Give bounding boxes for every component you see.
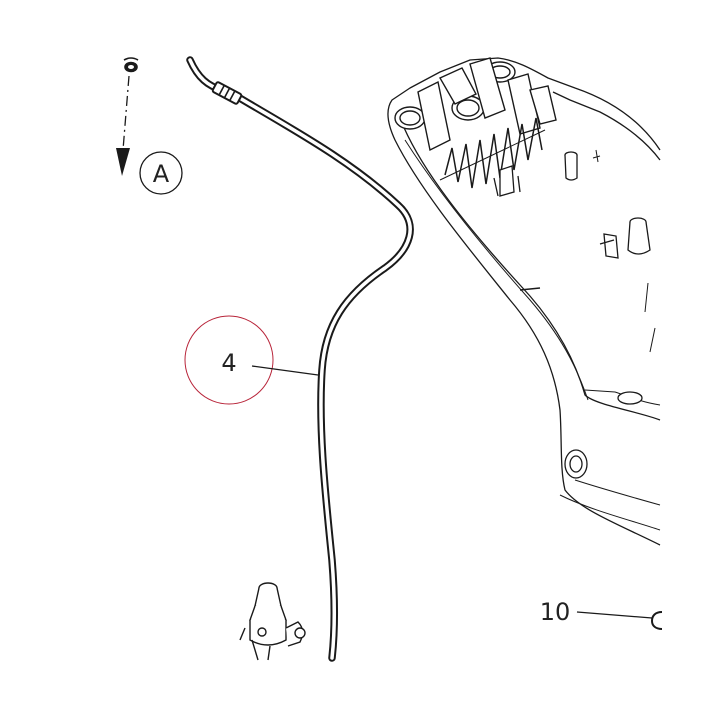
- callout-a-label: A: [153, 160, 170, 188]
- cable-inner: [188, 58, 412, 660]
- highlight-circle: [184, 315, 274, 405]
- housing-outline: [387, 57, 661, 546]
- callout-a: A: [139, 151, 183, 195]
- callout-4-label: 4: [221, 349, 236, 377]
- cable-connector: [211, 81, 243, 105]
- housing-details: [394, 57, 557, 291]
- cable-part: [186, 56, 414, 662]
- callout-10-leader: [576, 611, 653, 619]
- housing-rim: [399, 117, 661, 421]
- edge-ring-part: [650, 611, 663, 630]
- housing-body: [387, 57, 661, 546]
- screw-part: [123, 57, 139, 73]
- callout-a-circle: [139, 151, 183, 195]
- callout-4-leader: [251, 365, 319, 376]
- valve-fitting: [239, 582, 306, 661]
- callout-10-label: 10: [540, 598, 571, 626]
- direction-arrow-head: [116, 148, 130, 176]
- housing-clips: [493, 151, 651, 479]
- housing-inner-edge: [552, 91, 661, 161]
- rib-pattern: [444, 117, 543, 189]
- direction-arrow-dashed-line: [122, 75, 130, 151]
